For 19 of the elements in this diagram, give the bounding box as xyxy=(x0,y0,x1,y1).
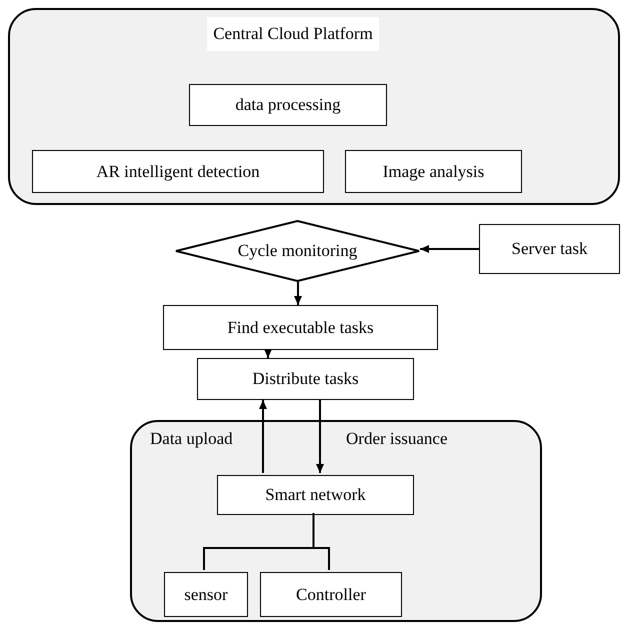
arrow xyxy=(264,349,272,358)
arrow xyxy=(259,400,267,473)
decision-label: Cycle monitoring xyxy=(238,240,358,262)
process-box: Smart network xyxy=(217,475,414,515)
process-box: data processing xyxy=(189,84,387,126)
panel-title: Central Cloud Platform xyxy=(207,17,379,50)
decision-diamond xyxy=(175,220,420,282)
process-box: sensor xyxy=(164,572,248,617)
process-box: AR intelligent detection xyxy=(32,150,324,193)
platform-panel xyxy=(8,8,620,205)
process-box: Server task xyxy=(479,224,620,274)
process-box: Find executable tasks xyxy=(163,305,438,350)
arrow xyxy=(420,245,479,253)
arrow xyxy=(294,282,302,305)
platform-panel xyxy=(130,420,542,622)
process-box: Image analysis xyxy=(345,150,522,193)
arrow xyxy=(316,400,324,473)
process-box: Distribute tasks xyxy=(197,358,414,400)
process-box: Controller xyxy=(260,572,402,617)
